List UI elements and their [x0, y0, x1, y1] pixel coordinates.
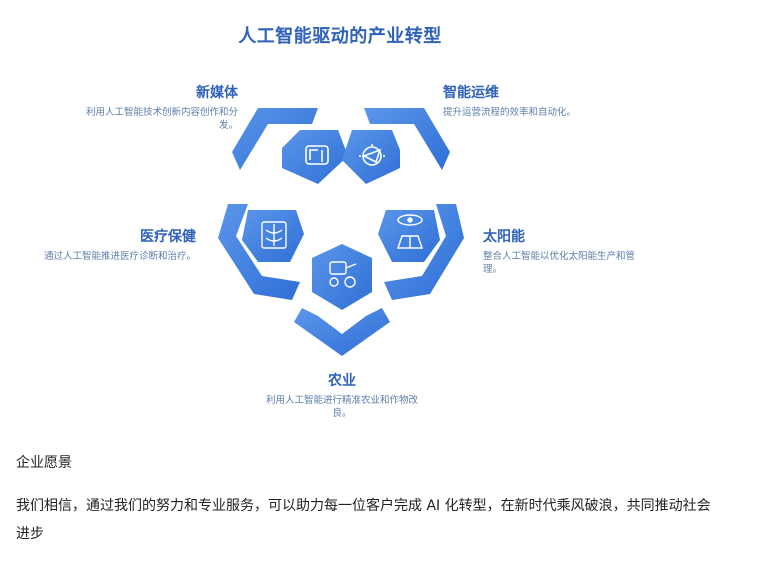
- label-agriculture: 农业: [328, 373, 356, 389]
- label-intelligent-ops: 智能运维: [443, 85, 499, 101]
- tile-intelligent-ops: [342, 130, 400, 184]
- vision-text: 我们相信，通过我们的努力和专业服务，可以助力每一位客户完成 AI 化转型，在新时…: [16, 498, 711, 542]
- desc-intelligent-ops: 提升运营流程的效率和自动化。: [443, 107, 577, 118]
- gear-automation-icon: [359, 144, 385, 166]
- content-creation-icon: [305, 145, 329, 165]
- diagram-title: 人工智能驱动的产业转型: [238, 26, 442, 47]
- desc-solar: 整合人工智能以优化太阳能生产和管理。: [483, 251, 636, 275]
- outer-segment-left: [218, 204, 300, 300]
- label-solar: 太阳能: [483, 229, 525, 245]
- desc-agriculture: 利用人工智能进行精准农业和作物改良。: [265, 395, 418, 419]
- outer-segment-top-left: [232, 108, 318, 170]
- tile-agriculture: [312, 244, 372, 310]
- tile-healthcare: [242, 210, 304, 262]
- outer-segment-bottom: [294, 308, 390, 356]
- label-new-media: 新媒体: [196, 85, 238, 101]
- xray-icon: [261, 221, 287, 249]
- farm-robot-icon: [329, 261, 357, 288]
- desc-new-media: 利用人工智能技术创新内容创作和分发。: [85, 107, 238, 131]
- desc-healthcare: 通过人工智能推进医疗诊断和治疗。: [43, 251, 196, 262]
- tile-new-media: [282, 130, 348, 184]
- label-healthcare: 医疗保健: [140, 229, 196, 245]
- outer-segment-top-right: [364, 108, 450, 170]
- solar-panel-icon: [397, 214, 423, 249]
- vision-heading: 企业愿景: [16, 455, 72, 471]
- outer-segment-right: [384, 204, 464, 300]
